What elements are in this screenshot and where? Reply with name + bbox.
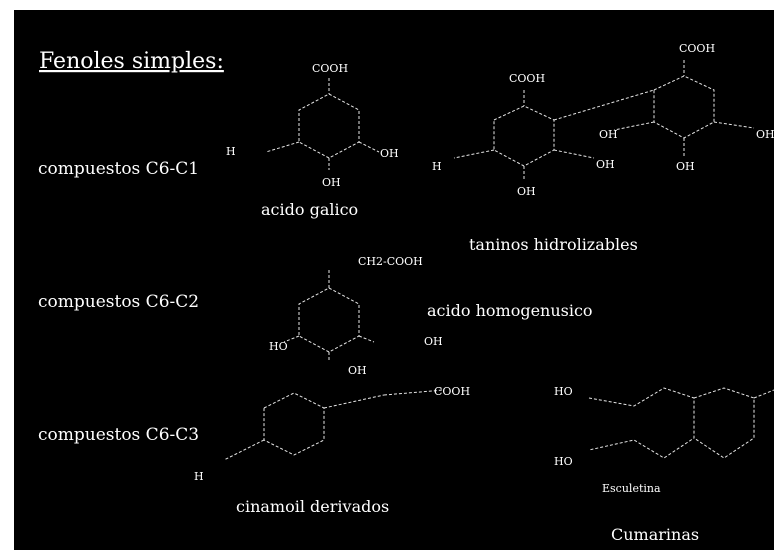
class-label-c6-c3: compuestos C6-C3 [38,425,199,445]
caption-taninos-hidrolizables: taninos hidrolizables [469,235,638,254]
caption-acido-homogentisico: acido homogenusico [427,301,593,320]
atom-cooh-cinnamoyl: COOH [434,385,470,398]
atom-ho-coumarin-top: HO [554,385,573,398]
cinnamoyl-structure [223,389,445,461]
atom-ho-coumarin-bottom: HO [554,455,573,468]
atom-oh-left-gallic: H [226,145,236,158]
coumarin-structure [588,387,774,459]
caption-cumarinas: Cumarinas [611,525,699,544]
caption-acido-galico: acido galico [261,200,358,219]
atom-cooh-tannin: COOH [509,72,545,85]
homogentisic-acid-structure [283,270,375,362]
atom-oh-homo-right: OH [424,335,443,348]
atom-ho-tannin: H [432,160,442,173]
atom-ch2-cooh: CH2-COOH [358,255,423,268]
diagram-canvas: Fenoles simples: compuestos C6-C1 compue… [38,42,774,544]
atom-oh-tannin-d: OH [756,128,774,141]
atom-oh-tannin-a: OH [596,158,615,171]
slide: Fenoles simples: compuestos C6-C1 compue… [14,10,774,550]
atom-h-cinnamoyl: H [194,470,204,483]
atom-oh-tannin-b: OH [517,185,536,198]
atom-oh-tannin-e: OH [676,160,695,173]
caption-esculetina: Esculetina [602,482,661,495]
class-label-c6-c2: compuestos C6-C2 [38,292,199,312]
caption-cinamoil-derivados: cinamoil derivados [236,497,389,516]
tannin-structure [453,60,755,180]
atom-cooh-tannin-right: COOH [679,42,715,55]
slide-title: Fenoles simples: [39,49,224,74]
atom-oh-homo-bottom: OH [348,364,367,377]
class-label-c6-c1: compuestos C6-C1 [38,159,199,179]
gallic-acid-structure [265,78,380,170]
atom-oh-right-gallic: OH [380,147,399,160]
atom-ho-homo: HO [269,340,288,353]
atom-oh-tannin-c: OH [599,128,618,141]
atom-cooh-gallic: COOH [312,62,348,75]
atom-oh-bottom-gallic: OH [322,176,341,189]
